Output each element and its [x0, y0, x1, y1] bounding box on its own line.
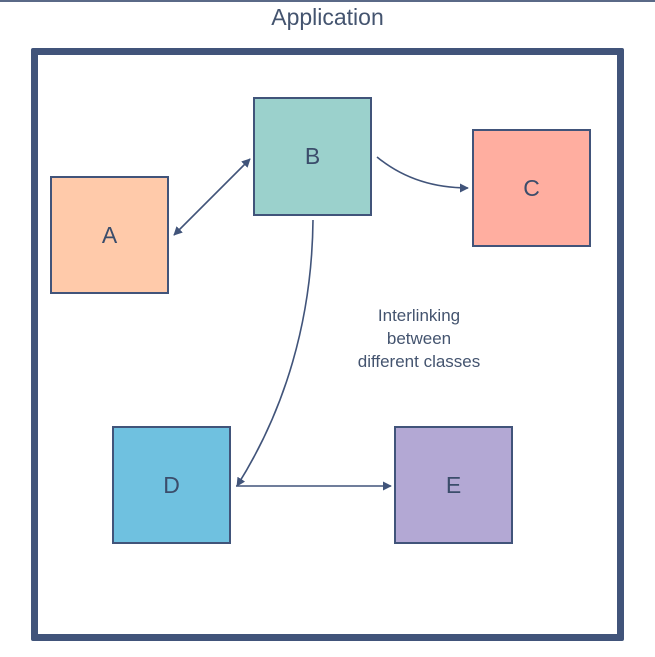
node-d[interactable]: D [112, 426, 231, 544]
node-e-label: E [445, 471, 462, 498]
note-line-1: Interlinking [377, 306, 461, 325]
top-rule [0, 0, 655, 2]
arrow-b-c [376, 156, 469, 193]
application-frame [31, 48, 624, 641]
arrow-a-b [173, 158, 251, 236]
node-b-label: B [304, 143, 321, 169]
node-d-label: D [163, 471, 180, 498]
node-a[interactable]: A [50, 176, 169, 294]
node-c-label: C [523, 174, 540, 201]
diagram-title: Application [271, 4, 384, 30]
arrow-b-d [236, 219, 314, 487]
node-b[interactable]: B [253, 97, 372, 216]
note-line-3: different classes [357, 352, 481, 371]
node-c[interactable]: C [472, 129, 591, 247]
annotation-note: Interlinking between different classes [334, 304, 504, 373]
node-a-label: A [101, 221, 118, 248]
node-e[interactable]: E [394, 426, 513, 544]
note-line-2: between [386, 329, 452, 348]
